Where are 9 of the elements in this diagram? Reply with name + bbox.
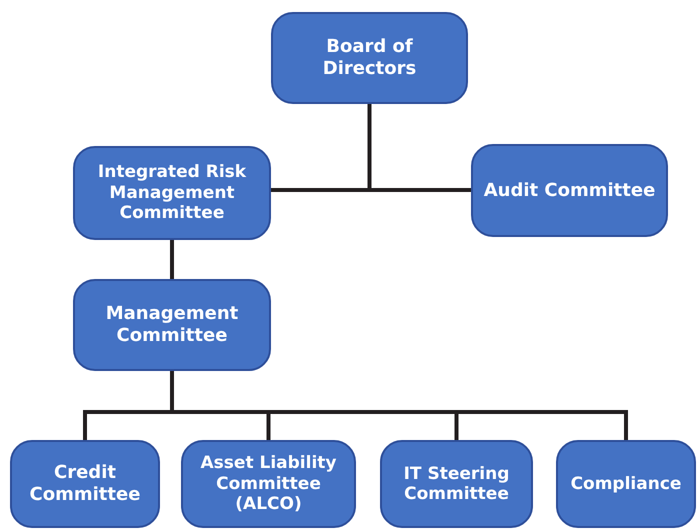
- committee-box: Asset Liability Committee (ALCO): [181, 440, 356, 528]
- connector-line: [170, 240, 174, 279]
- committee-box: Audit Committee: [471, 144, 668, 237]
- committee-box: Board of Directors: [271, 12, 468, 104]
- committee-box: IT Steering Committee: [380, 440, 533, 528]
- committee-box: Integrated Risk Management Committee: [73, 146, 271, 240]
- committee-box: Credit Committee: [10, 440, 160, 528]
- committee-box: Compliance: [556, 440, 696, 528]
- committee-box: Management Committee: [73, 279, 271, 371]
